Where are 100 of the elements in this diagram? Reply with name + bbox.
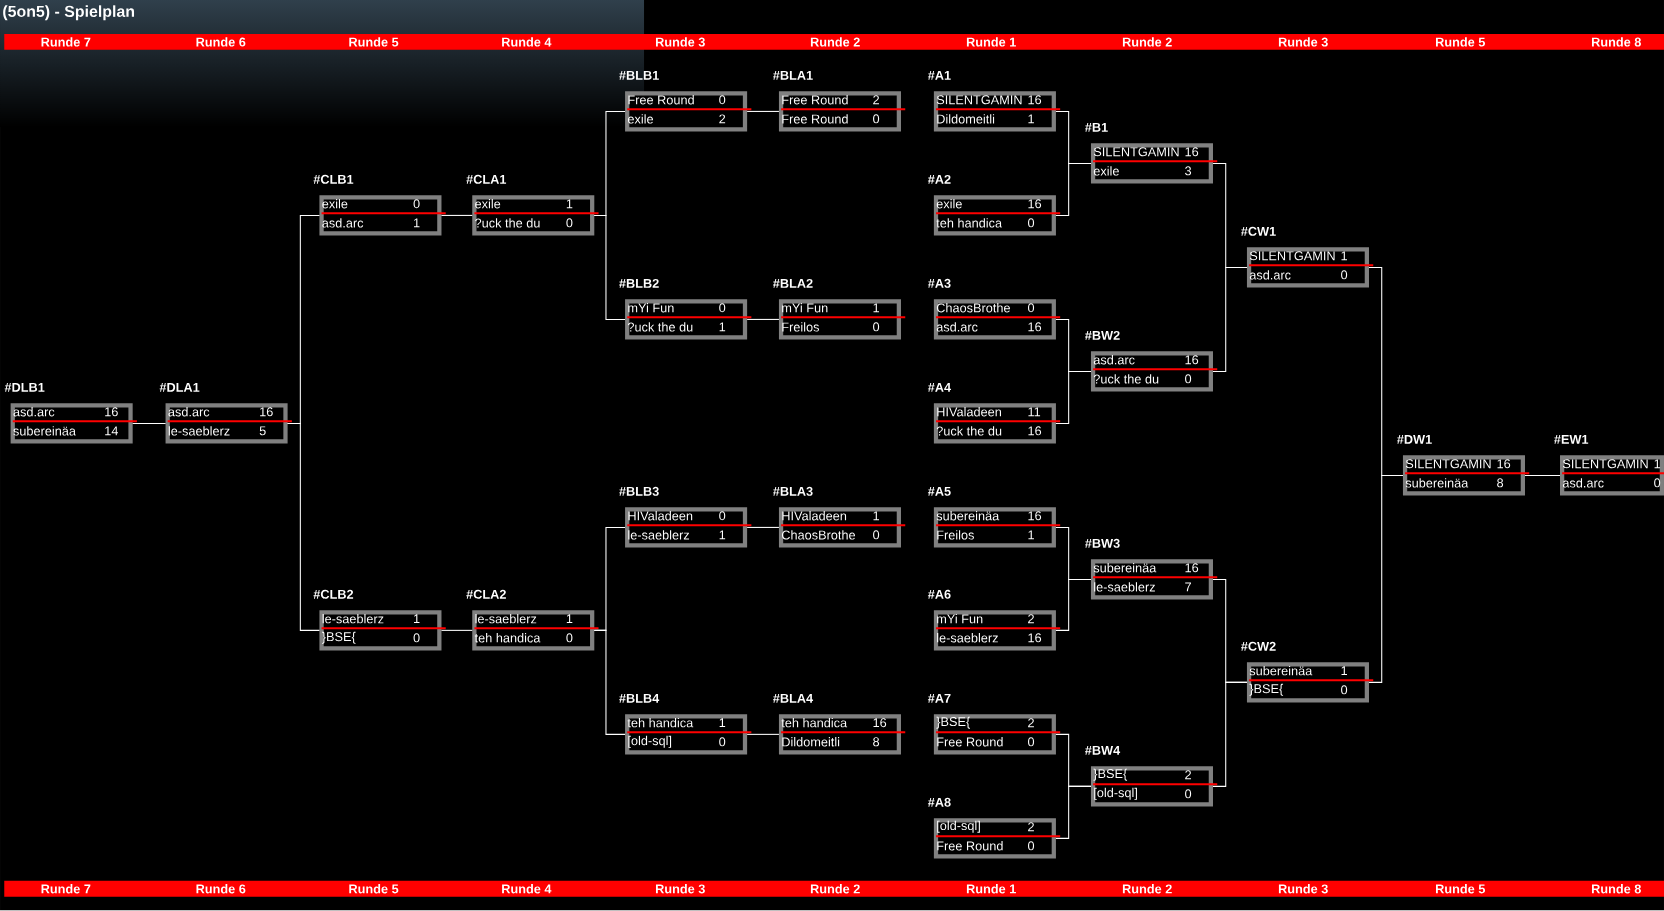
team-name: le-saeblerz	[1094, 582, 1155, 592]
team-name: asd.arc	[168, 407, 210, 417]
match-box	[927, 71, 1061, 132]
match-box	[773, 694, 906, 755]
match-id: #BLA4	[773, 694, 814, 703]
team-name: asd.arc	[13, 407, 55, 417]
score: 2	[1028, 718, 1034, 728]
match-id: #BLA2	[773, 279, 813, 288]
team-name: SILENTGAMIN	[1405, 459, 1491, 469]
score: 16	[1028, 511, 1042, 521]
match-id: #BLB2	[619, 279, 659, 288]
match-box	[1241, 227, 1374, 288]
score: 16	[105, 407, 118, 417]
score: 16	[1028, 322, 1042, 332]
match-id: #A4	[927, 383, 951, 392]
team-name: teh handica	[936, 218, 1003, 228]
round-label: Runde 2	[810, 884, 860, 894]
team-name: subereinäa	[1405, 478, 1469, 488]
match-box	[773, 487, 906, 548]
match-box	[927, 383, 1061, 444]
match-box	[1085, 123, 1218, 184]
team-name: Free Round	[782, 114, 848, 124]
match-box	[927, 175, 1061, 236]
score: 0	[719, 511, 726, 521]
score: 2	[873, 95, 879, 105]
team-name: }BSE{	[1249, 684, 1284, 696]
team-name: exile	[475, 199, 501, 209]
team-name: exile	[322, 199, 348, 209]
score: 11	[1028, 407, 1041, 417]
score: 8	[873, 737, 880, 747]
match-id: #DW1	[1397, 435, 1432, 444]
score: 16	[1028, 426, 1042, 436]
match-box	[313, 590, 446, 651]
score: 0	[1341, 685, 1348, 695]
score: 0	[1028, 841, 1035, 851]
round-label: Runde 5	[1436, 37, 1485, 47]
score: 16	[1185, 563, 1199, 573]
round-label: Runde 5	[349, 37, 399, 47]
match-id: #A6	[927, 590, 951, 599]
team-name: le-saeblerz	[628, 530, 690, 540]
round-label: Runde 2	[1122, 37, 1172, 47]
team-name: mYi Fun	[628, 303, 674, 313]
score: 1	[414, 614, 420, 624]
match-id: #BLA1	[773, 71, 813, 80]
match-box	[1085, 539, 1218, 600]
match-box	[927, 694, 1061, 755]
round-label: Runde 3	[656, 37, 705, 47]
score: 0	[413, 633, 420, 643]
team-name: SILENTGAMIN	[936, 95, 1022, 105]
score: 1	[566, 614, 573, 624]
score: 1	[873, 511, 879, 521]
team-name: }BSE{	[322, 632, 356, 644]
score: 3	[1185, 166, 1192, 176]
round-label: Runde 8	[1592, 37, 1641, 47]
score: 5	[259, 426, 266, 436]
team-name: mYi Fun	[782, 303, 828, 313]
team-name: ?uck the du	[1093, 374, 1159, 384]
match-id: #BW3	[1085, 539, 1120, 549]
score: 16	[1185, 355, 1199, 365]
team-name: ChaosBrothe	[936, 303, 1010, 313]
round-label: Runde 1	[966, 37, 1016, 47]
match-box	[1241, 642, 1374, 703]
match-id: #BLA3	[773, 487, 813, 497]
team-name: Free Round	[937, 737, 1003, 747]
round-label: Runde 1	[966, 884, 1016, 894]
match-id: #CW2	[1241, 642, 1276, 651]
score: 1	[719, 718, 726, 728]
match-box	[313, 175, 446, 236]
match-id: #BLB1	[619, 71, 659, 80]
match-box	[1554, 435, 1664, 496]
team-name: ?uck the du	[936, 426, 1002, 436]
score: 16	[1185, 147, 1199, 157]
team-name: SILENTGAMIN	[1562, 459, 1648, 469]
match-id: #CLB1	[313, 175, 354, 185]
team-name: ?uck the du	[627, 322, 693, 332]
round-label: Runde 3	[1278, 37, 1328, 47]
match-box	[619, 71, 752, 132]
team-name: teh handica	[627, 718, 694, 728]
team-name: HIValadeen	[782, 511, 847, 521]
match-id: #A8	[927, 798, 951, 807]
score: 1	[1654, 459, 1661, 469]
team-name: [old-sql]	[1094, 788, 1137, 800]
team-name: le-saeblerz	[168, 426, 230, 436]
score: 16	[1028, 95, 1042, 105]
team-name: teh handica	[474, 633, 541, 643]
match-box	[4, 383, 137, 444]
match-box	[1085, 331, 1218, 392]
score: 1	[719, 322, 726, 332]
score: 1	[414, 218, 420, 228]
match-id: #BLB4	[619, 694, 660, 703]
team-name: exile	[627, 114, 653, 124]
round-label: Runde 5	[349, 884, 399, 894]
team-name: asd.arc	[936, 322, 978, 332]
match-box	[1085, 746, 1218, 807]
team-name: Dildomeitli	[937, 114, 995, 124]
match-box	[773, 279, 906, 340]
team-name: }BSE{	[1093, 769, 1128, 781]
score: 16	[1028, 199, 1042, 209]
round-label: Runde 3	[1278, 884, 1328, 894]
score: 1	[1341, 251, 1347, 261]
